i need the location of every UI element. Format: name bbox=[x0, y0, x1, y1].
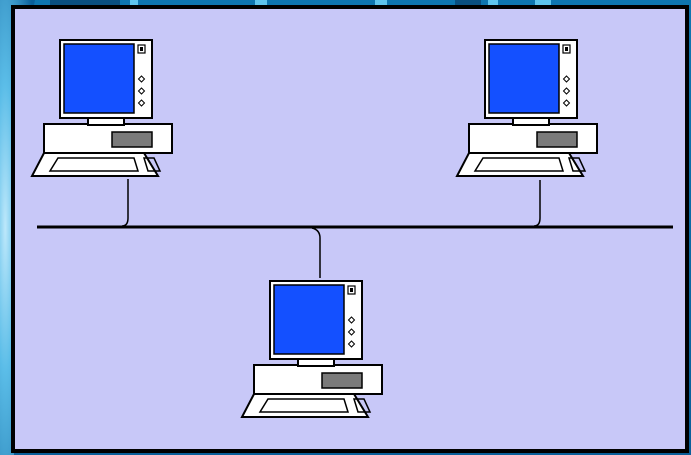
diagram-canvas bbox=[0, 0, 691, 455]
network-diagram-slide bbox=[0, 0, 691, 455]
